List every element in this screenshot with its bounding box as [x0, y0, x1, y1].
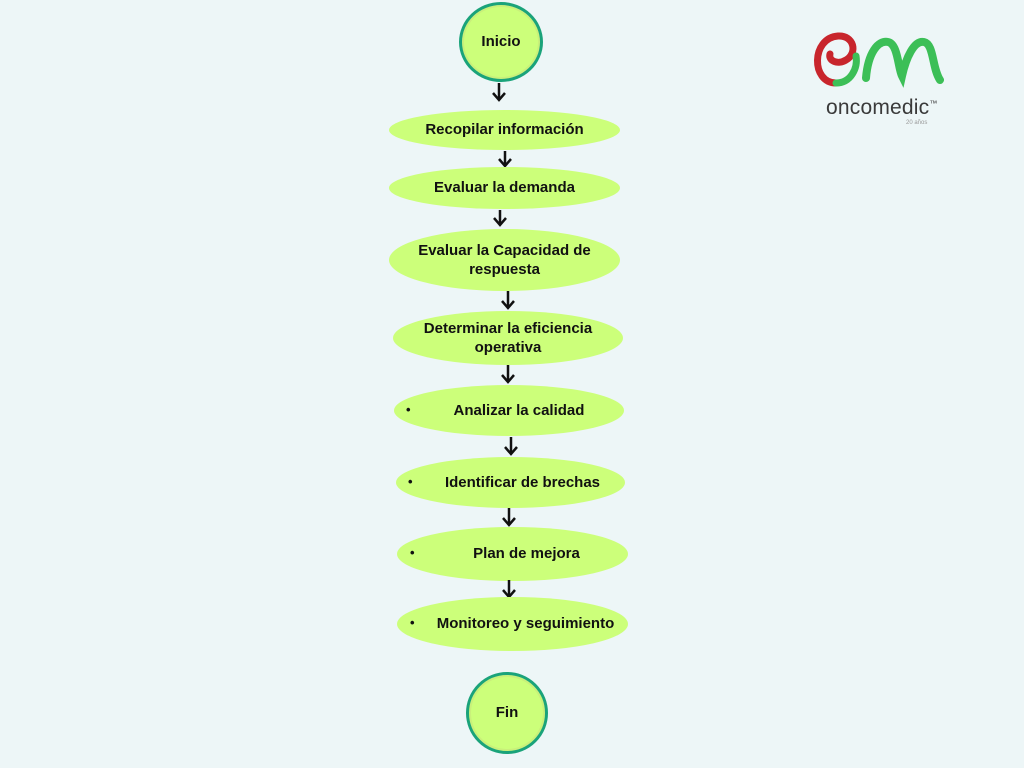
end-node: Fin	[466, 672, 548, 754]
logo-tagline: 20 años	[906, 120, 928, 126]
step-monitoreo: Monitoreo y seguimiento	[397, 597, 628, 651]
arrow-down-icon	[500, 365, 516, 385]
start-node: Inicio	[459, 2, 543, 82]
step-label: Analizar la calidad	[453, 401, 585, 419]
arrow-down-icon	[492, 210, 508, 230]
step-determinar-eficiencia: Determinar la eficiencia operativa	[393, 311, 623, 365]
arrow-down-icon	[503, 437, 519, 457]
arrow-down-icon	[500, 291, 516, 311]
bullet-marker: •	[410, 545, 415, 560]
step-identificar-brechas: Identificar de brechas	[396, 457, 625, 508]
step-label: Evaluar la Capacidad de respuesta	[418, 241, 591, 279]
step-evaluar-demanda: Evaluar la demanda	[389, 167, 620, 209]
arrow-down-icon	[497, 151, 513, 171]
arrow-down-icon	[491, 83, 507, 103]
step-analizar-calidad: Analizar la calidad	[394, 385, 624, 436]
step-label: Monitoreo y seguimiento	[436, 615, 615, 633]
logo-trademark: ™	[929, 99, 938, 108]
bullet-marker: •	[408, 474, 413, 489]
logo-wordmark: oncomedic™	[826, 96, 938, 120]
step-label: Recopilar información	[425, 121, 584, 139]
step-plan-mejora: Plan de mejora	[397, 527, 628, 581]
bullet-marker: •	[406, 402, 411, 417]
step-label: Identificar de brechas	[444, 473, 601, 491]
oncomedic-logo	[806, 28, 956, 138]
bullet-marker: •	[410, 615, 415, 630]
arrow-down-icon	[501, 508, 517, 528]
step-label: Evaluar la demanda	[434, 179, 575, 197]
end-label: Fin	[495, 704, 519, 722]
step-evaluar-capacidad: Evaluar la Capacidad de respuesta	[389, 229, 620, 291]
logo-brand: oncomedic	[826, 96, 930, 119]
start-label: Inicio	[481, 33, 521, 51]
step-label: Determinar la eficiencia operativa	[423, 319, 593, 357]
step-recopilar: Recopilar información	[389, 110, 620, 150]
step-label: Plan de mejora	[473, 545, 580, 563]
